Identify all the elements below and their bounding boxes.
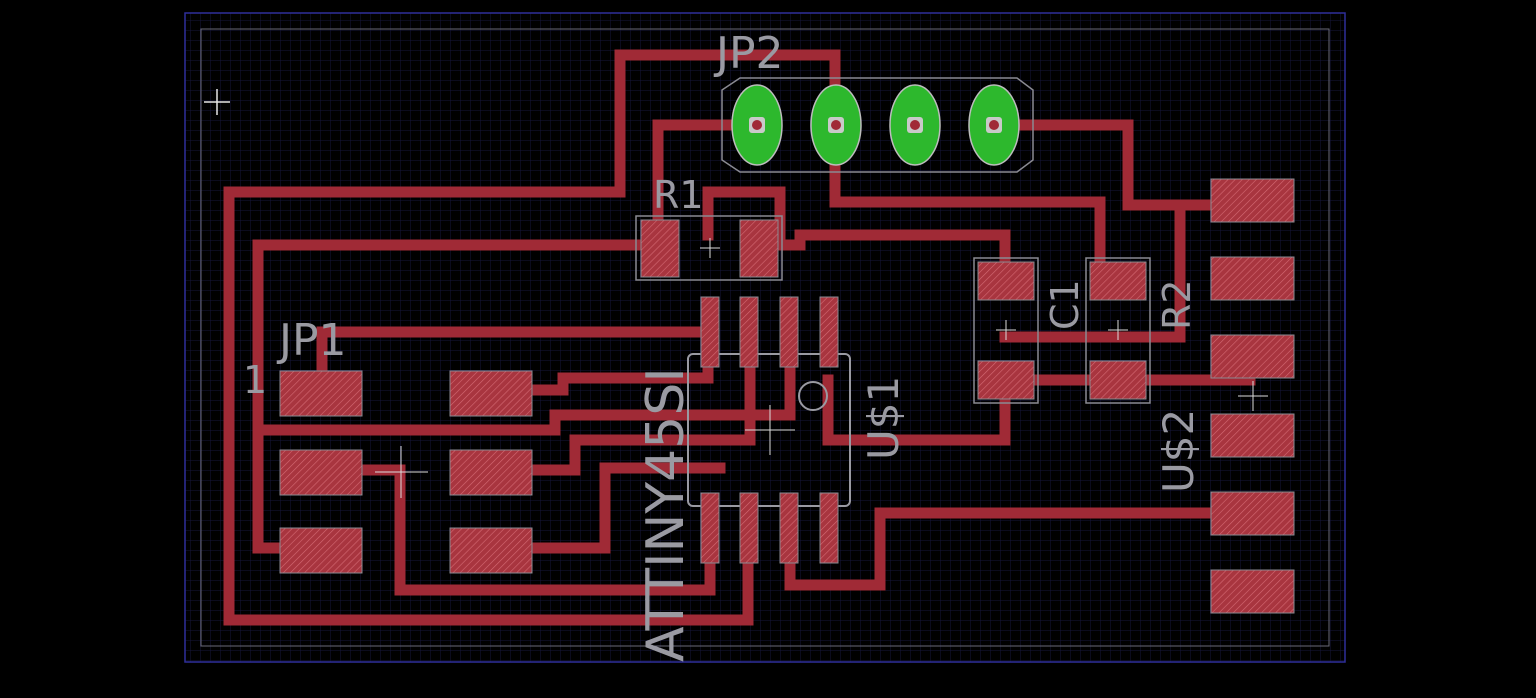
r1-resistor[interactable] bbox=[635, 215, 783, 281]
label-jp2: JP2 bbox=[713, 28, 784, 79]
u1-pin-3[interactable] bbox=[779, 492, 799, 564]
jp1-center-mark bbox=[375, 446, 428, 498]
label-us1: U$1 bbox=[859, 376, 908, 460]
label-pin1: 1 bbox=[243, 358, 267, 402]
c1-pad-1[interactable] bbox=[977, 261, 1035, 301]
us2-pad-3[interactable] bbox=[1210, 334, 1295, 379]
r2-pad-2[interactable] bbox=[1089, 360, 1147, 400]
traces bbox=[223, 49, 1256, 626]
label-c1: C1 bbox=[1043, 279, 1087, 330]
trace-jp2-r1 bbox=[652, 119, 763, 241]
trace-r1-right bbox=[752, 229, 1011, 286]
u1-attiny45[interactable] bbox=[687, 296, 851, 564]
c1-pad-2[interactable] bbox=[977, 360, 1035, 400]
c1-outline bbox=[973, 257, 1039, 404]
jp1-pad-3[interactable] bbox=[279, 449, 363, 496]
us2-pad-4[interactable] bbox=[1210, 413, 1295, 458]
r2-pad-1[interactable] bbox=[1089, 261, 1147, 301]
us2-pad-6[interactable] bbox=[1210, 569, 1295, 614]
u1-pin-4[interactable] bbox=[819, 492, 839, 564]
jp1-pad-1[interactable] bbox=[279, 370, 363, 417]
r1-outline bbox=[635, 215, 783, 281]
trace-outer-loop bbox=[223, 186, 754, 626]
crosshair-icon bbox=[204, 89, 230, 115]
r2-resistor[interactable] bbox=[1085, 257, 1151, 404]
trace-jp2-pin4 bbox=[989, 119, 1256, 211]
trace-pad-a bbox=[484, 349, 714, 396]
u1-pin-2[interactable] bbox=[739, 492, 759, 564]
u1-pin-8[interactable] bbox=[700, 296, 720, 368]
trace-pad-d bbox=[316, 464, 716, 596]
jp2-outline bbox=[721, 77, 1034, 173]
r2-outline bbox=[1085, 257, 1151, 404]
jp1-pad-5[interactable] bbox=[279, 527, 363, 574]
trace-pad-b bbox=[252, 349, 796, 436]
u1-pin-6[interactable] bbox=[779, 296, 799, 368]
u1-pin-1[interactable] bbox=[700, 492, 720, 564]
trace-pad-e bbox=[484, 462, 726, 554]
jp1-pad-6[interactable] bbox=[449, 527, 533, 574]
r1-pad-2[interactable] bbox=[739, 219, 779, 278]
jp2-header[interactable] bbox=[721, 77, 1034, 173]
jp1-pad-4[interactable] bbox=[449, 449, 533, 496]
r1-pad-1[interactable] bbox=[640, 219, 680, 278]
us2-pad-1[interactable] bbox=[1210, 178, 1295, 223]
trace-r1-top bbox=[702, 186, 786, 241]
label-us2: U$2 bbox=[1154, 409, 1203, 493]
label-jp1: JP1 bbox=[276, 315, 347, 366]
us2-connector[interactable] bbox=[1210, 178, 1295, 614]
u1-pin1-marker bbox=[798, 381, 828, 411]
trace-u1-right bbox=[822, 374, 1011, 446]
board-outline bbox=[184, 12, 1346, 663]
board-inner-outline bbox=[200, 28, 1330, 647]
jp1-pad-2[interactable] bbox=[449, 370, 533, 417]
us2-center-mark bbox=[1238, 381, 1268, 411]
label-attiny: ATTINY45SI bbox=[636, 367, 696, 662]
u1-pin-5[interactable] bbox=[819, 296, 839, 368]
label-r2: R2 bbox=[1155, 279, 1199, 330]
u1-pin-7[interactable] bbox=[739, 296, 759, 368]
label-r1: R1 bbox=[653, 173, 704, 217]
us2-pad-5[interactable] bbox=[1210, 491, 1295, 536]
c1-capacitor[interactable] bbox=[973, 257, 1039, 404]
trace-pad-c bbox=[484, 349, 756, 476]
trace-bottom-right bbox=[784, 507, 1256, 591]
jp1-header[interactable] bbox=[279, 370, 533, 574]
us2-pad-2[interactable] bbox=[1210, 256, 1295, 301]
u1-outline bbox=[687, 353, 851, 507]
